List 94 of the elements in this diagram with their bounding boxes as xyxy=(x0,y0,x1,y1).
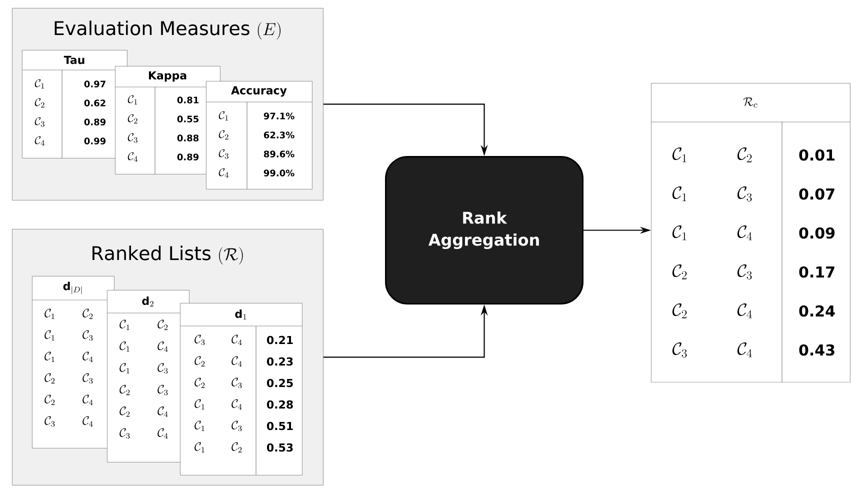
cluster-label: $\mathcal{C}_{1}$ xyxy=(128,95,138,105)
cluster-label: $\mathcal{C}_{3}$ xyxy=(44,416,55,427)
score-value: 0.89 xyxy=(177,154,199,160)
cluster-label: $\mathcal{C}_{4}$ xyxy=(737,342,752,358)
cluster-label: $\mathcal{C}_{1}$ xyxy=(44,352,54,362)
cluster-label: $\mathcal{C}_{1}$ xyxy=(672,186,686,202)
table-header: $\mathbf{d}_{1}$ xyxy=(235,310,246,320)
cluster-label: $\mathcal{C}_{1}$ xyxy=(44,330,54,340)
cluster-label: $\mathcal{C}_{1}$ xyxy=(218,111,228,121)
score-value: 0.81 xyxy=(177,96,198,104)
score-value: 0.62 xyxy=(84,100,106,106)
cluster-label: $\mathcal{C}_{2}$ xyxy=(44,394,55,405)
cluster-label: $\mathcal{C}_{2}$ xyxy=(34,98,44,108)
process-box: Rank Aggregation xyxy=(385,156,584,304)
cluster-label: $\mathcal{C}_{1}$ xyxy=(194,399,204,410)
cluster-label: $\mathcal{C}_{2}$ xyxy=(232,442,242,452)
table-header: $\mathcal{R}_{c}$ xyxy=(743,98,758,108)
table-header: Kappa xyxy=(148,71,186,82)
cluster-label: $\mathcal{C}_{4}$ xyxy=(128,152,138,162)
cluster-label: $\mathcal{C}_{4}$ xyxy=(158,428,168,438)
cluster-label: $\mathcal{C}_{2}$ xyxy=(82,308,93,319)
cluster-label: $\mathcal{C}_{2}$ xyxy=(672,264,687,280)
score-value: 0.21 xyxy=(266,336,293,344)
cluster-label: $\mathcal{C}_{1}$ xyxy=(120,363,130,374)
cluster-label: $\mathcal{C}_{3}$ xyxy=(158,363,168,374)
cluster-label: $\mathcal{C}_{2}$ xyxy=(672,303,687,318)
cluster-label: $\mathcal{C}_{1}$ xyxy=(194,442,204,452)
cluster-label: $\mathcal{C}_{4}$ xyxy=(218,168,229,178)
score-value: 97.1% xyxy=(264,112,294,120)
cluster-label: $\mathcal{C}_{1}$ xyxy=(44,308,54,319)
cluster-label: $\mathcal{C}_{3}$ xyxy=(158,384,168,396)
cluster-label: $\mathcal{C}_{2}$ xyxy=(218,130,228,140)
cluster-label: $\mathcal{C}_{4}$ xyxy=(158,406,168,417)
score-value: 0.07 xyxy=(799,188,834,200)
score-value: 99.0% xyxy=(264,170,294,176)
cluster-label: $\mathcal{C}_{4}$ xyxy=(232,399,242,410)
cluster-label: $\mathcal{C}_{4}$ xyxy=(82,416,93,426)
score-value: 0.23 xyxy=(266,357,293,366)
score-value: 0.25 xyxy=(266,378,293,388)
cluster-label: $\mathcal{C}_{3}$ xyxy=(34,117,44,127)
cluster-label: $\mathcal{C}_{1}$ xyxy=(672,147,686,162)
score-value: 0.51 xyxy=(266,422,293,430)
cluster-label: $\mathcal{C}_{4}$ xyxy=(737,225,752,240)
score-value: 0.01 xyxy=(799,149,834,161)
table-header: $\mathbf{d}_{|D|}$ xyxy=(63,282,82,294)
cluster-label: $\mathcal{C}_{2}$ xyxy=(194,356,205,366)
cluster-label: $\mathcal{C}_{2}$ xyxy=(120,406,130,417)
score-value: 0.17 xyxy=(799,266,834,278)
cluster-label: $\mathcal{C}_{3}$ xyxy=(120,428,130,439)
cluster-label: $\mathcal{C}_{1}$ xyxy=(34,79,44,89)
cluster-label: $\mathcal{C}_{2}$ xyxy=(158,320,168,330)
cluster-label: $\mathcal{C}_{3}$ xyxy=(672,342,687,358)
cluster-label: $\mathcal{C}_{3}$ xyxy=(232,378,242,388)
score-value: 0.99 xyxy=(84,138,106,144)
score-value: 0.53 xyxy=(266,443,293,452)
score-value: 0.55 xyxy=(177,116,198,122)
cluster-label: $\mathcal{C}_{3}$ xyxy=(737,186,752,202)
cluster-label: $\mathcal{C}_{4}$ xyxy=(737,303,752,318)
score-value: 0.88 xyxy=(177,134,199,142)
score-value: 0.97 xyxy=(84,80,106,88)
score-value: 89.6% xyxy=(264,150,294,158)
cluster-label: $\mathcal{C}_{4}$ xyxy=(232,356,242,366)
cluster-label: $\mathcal{C}_{2}$ xyxy=(737,147,752,162)
cluster-label: $\mathcal{C}_{1}$ xyxy=(120,341,130,352)
cluster-label: $\mathcal{C}_{4}$ xyxy=(82,352,93,362)
score-value: 0.09 xyxy=(799,227,835,239)
cluster-label: $\mathcal{C}_{3}$ xyxy=(128,133,138,143)
cluster-label: $\mathcal{C}_{3}$ xyxy=(737,264,752,280)
cluster-label: $\mathcal{C}_{4}$ xyxy=(82,394,93,405)
score-value: 0.43 xyxy=(799,344,834,356)
score-value: 0.89 xyxy=(84,118,106,126)
score-value: 0.24 xyxy=(799,305,835,317)
table-header: Accuracy xyxy=(231,86,287,97)
cluster-label: $\mathcal{C}_{2}$ xyxy=(194,378,205,388)
cluster-label: $\mathcal{C}_{4}$ xyxy=(34,136,45,146)
table-header: $\mathbf{d}_{2}$ xyxy=(142,296,154,306)
cluster-label: $\mathcal{C}_{3}$ xyxy=(232,420,242,432)
table-header: Tau xyxy=(64,56,84,64)
cluster-label: $\mathcal{C}_{4}$ xyxy=(232,334,242,345)
cluster-label: $\mathcal{C}_{1}$ xyxy=(120,320,130,330)
cluster-label: $\mathcal{C}_{3}$ xyxy=(218,149,228,159)
cluster-label: $\mathcal{C}_{2}$ xyxy=(128,114,138,124)
score-value: 62.3% xyxy=(264,132,294,138)
cluster-label: $\mathcal{C}_{1}$ xyxy=(194,420,204,431)
cluster-label: $\mathcal{C}_{1}$ xyxy=(672,225,686,240)
score-value: 0.28 xyxy=(266,400,293,409)
panel-heading: $\mathrm{Evaluation\ Measures}\ (E)$ xyxy=(54,20,281,40)
cluster-label: $\mathcal{C}_{3}$ xyxy=(82,373,93,384)
cluster-label: $\mathcal{C}_{2}$ xyxy=(120,384,130,396)
panel-heading: $\mathrm{Ranked\ Lists}\ (\mathcal{R})$ xyxy=(92,246,243,264)
cluster-label: $\mathcal{C}_{4}$ xyxy=(158,341,168,352)
cluster-label: $\mathcal{C}_{2}$ xyxy=(44,373,55,384)
cluster-label: $\mathcal{C}_{3}$ xyxy=(82,330,93,341)
cluster-label: $\mathcal{C}_{3}$ xyxy=(194,334,205,346)
